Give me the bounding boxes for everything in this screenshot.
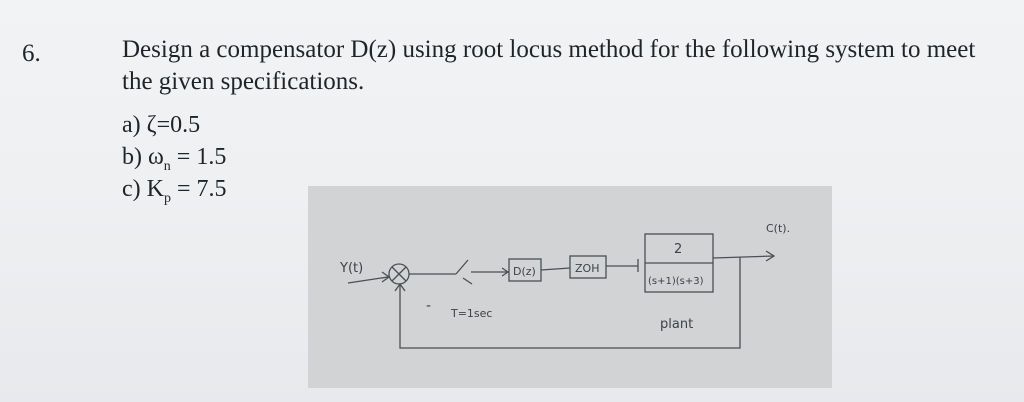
zoh-block	[569, 255, 607, 279]
spec-a-symbol: ζ	[146, 112, 157, 138]
output-line	[712, 255, 775, 259]
spec-c: c) Kp = 7.5	[122, 176, 227, 207]
spec-a: a) ζ=0.5	[122, 112, 200, 139]
question-number: 6.	[22, 40, 41, 67]
spec-c-value: 7.5	[196, 176, 227, 202]
spec-b-value: 1.5	[196, 144, 227, 170]
minus-sign: -	[426, 298, 431, 314]
plant-label: plant	[660, 317, 693, 332]
spec-c-symbol: K	[146, 176, 164, 202]
spec-b-label: b)	[122, 144, 142, 170]
spec-b-equals: =	[170, 144, 197, 170]
sampler-label: T=1sec	[450, 307, 492, 320]
block-diagram-svg: Y(t) - T=1sec D(z) ZOH 2 (s+1)(s+3) plan…	[339, 222, 790, 349]
spec-b-subscript: n	[163, 158, 171, 174]
output-arrowhead	[765, 250, 776, 262]
plant-denominator: (s+1)(s+3)	[648, 276, 704, 287]
plant-numerator: 2	[674, 242, 682, 257]
spec-b: b) ωn = 1.5	[122, 144, 226, 175]
hold-label: ZOH	[575, 262, 599, 275]
spec-c-label: c)	[122, 176, 141, 202]
sampler-switch	[455, 259, 469, 275]
feedback-arrowhead	[394, 282, 406, 292]
controller-label: D(z)	[513, 265, 536, 278]
output-label: C(t).	[766, 222, 790, 235]
spec-a-equals: =	[156, 112, 171, 138]
spec-a-value: 0.5	[170, 112, 201, 138]
input-line	[347, 276, 389, 284]
input-label: Y(t)	[339, 261, 363, 276]
dz-arrowhead	[501, 267, 510, 277]
spec-c-equals: =	[171, 176, 197, 202]
spec-c-subscript: p	[164, 190, 171, 206]
problem-statement: Design a compensator D(z) using root loc…	[122, 36, 976, 95]
feedback-path	[399, 257, 741, 349]
summing-cross-2	[391, 266, 407, 282]
sampler-arrow-line	[462, 277, 473, 285]
block-diagram: Y(t) - T=1sec D(z) ZOH 2 (s+1)(s+3) plan…	[308, 186, 832, 388]
dz-zoh-line	[540, 267, 571, 271]
spec-b-symbol: ω	[148, 144, 164, 170]
spec-a-label: a)	[122, 112, 141, 138]
